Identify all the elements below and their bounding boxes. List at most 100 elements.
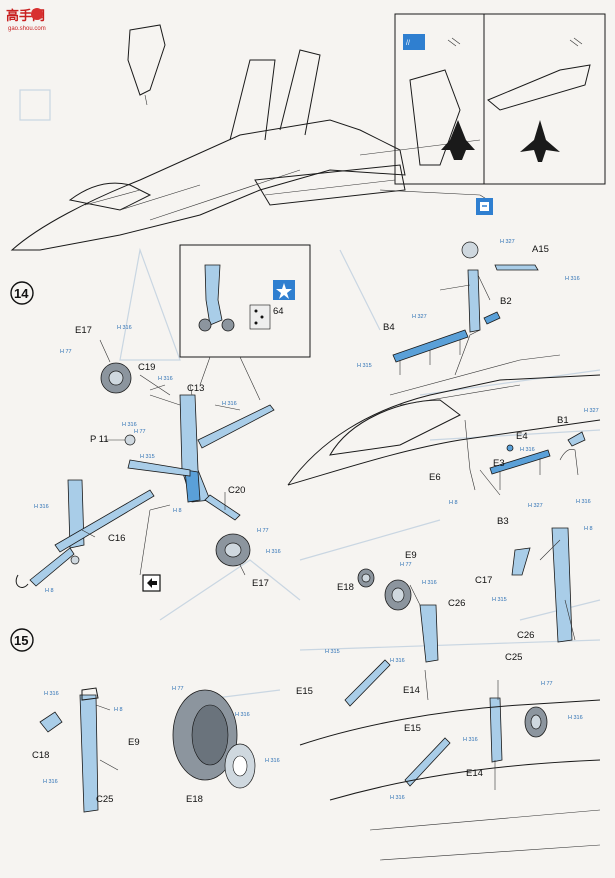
callout-label: H 316: [568, 715, 583, 721]
nose-canopy-frame: [329, 399, 461, 456]
callout-label: H 316: [122, 422, 137, 428]
callout-label: H 77: [400, 562, 412, 568]
callout-label: H 316: [565, 276, 580, 282]
callout-label: E6: [429, 472, 441, 483]
callout-label: H 316: [266, 549, 281, 555]
callout-label: H 316: [265, 758, 280, 764]
callout-label: H 77: [172, 686, 184, 692]
callout-label: //: [406, 40, 410, 47]
nose-section: A15 B2 B4 B1 E4 E3 E6 B3 H 327 H 316 H 3…: [287, 239, 601, 527]
watermark: 高手网 gao.shou.com: [6, 8, 46, 32]
arrow-icon: [142, 574, 161, 592]
callout-label: H 316: [390, 658, 405, 664]
step-14: 14 64: [10, 244, 311, 594]
callout-label: H 8: [584, 526, 593, 532]
step-15-badge: [10, 628, 34, 652]
alternative-icon: [476, 198, 493, 215]
main-gear-right-parts: E9 E18 C26 C17 C26 H 77 H 316 H 315 H 8: [337, 526, 593, 663]
decal-marker-icon: [403, 34, 425, 50]
c25-center-strut: [489, 697, 503, 763]
callout-label: H 316: [158, 376, 173, 382]
callout-label: E14: [403, 685, 420, 696]
c26-strut-upper: [419, 604, 439, 663]
callout-label: C18: [32, 750, 49, 761]
callout-label: P 11: [90, 434, 109, 445]
callout-label: C16: [108, 533, 125, 544]
callout-label: 14: [14, 286, 29, 301]
c18-part: [39, 711, 63, 733]
aircraft-silhouette-icon-2: [520, 120, 560, 162]
callout-label: H 315: [140, 454, 155, 460]
watermark-logo-icon: [31, 8, 43, 20]
a15-part: [494, 264, 539, 271]
callout-label: H 77: [60, 349, 72, 355]
e4-part: [506, 444, 514, 452]
callout-label: H 8: [114, 707, 123, 713]
c25-strut: [79, 694, 99, 813]
callout-label: E18: [186, 794, 203, 805]
callout-label: C26: [448, 598, 465, 609]
callout-label: C13: [187, 383, 204, 394]
callout-label: H 315: [325, 649, 340, 655]
step-14-badge: [10, 281, 34, 305]
callout-label: E18: [337, 582, 354, 593]
callout-label: E9: [128, 737, 140, 748]
callout-label: E17: [252, 578, 269, 589]
b3-door: [489, 449, 551, 475]
callout-label: B1: [557, 415, 569, 426]
callout-label: H 327: [584, 408, 599, 414]
callout-label: H 316: [463, 737, 478, 743]
callout-label: E4: [516, 431, 528, 442]
callout-label: H 327: [500, 239, 515, 245]
callout-label: C17: [475, 575, 492, 586]
callout-label: H 77: [134, 429, 146, 435]
callout-label: C25: [505, 652, 522, 663]
callout-label: E3: [493, 458, 505, 469]
callout-label: E9: [405, 550, 417, 561]
callout-label: H 316: [34, 504, 49, 510]
callout-label: B4: [383, 322, 395, 333]
e15-arm-lower: [404, 737, 451, 787]
callout-label: H 77: [257, 528, 269, 534]
callout-label: C20: [228, 485, 245, 496]
background-ghost: [19, 89, 601, 701]
glove-vane-part: [127, 24, 166, 96]
watermark-url: gao.shou.com: [8, 26, 46, 32]
nose-gear-inset: [179, 244, 311, 358]
callout-label: H 316: [43, 779, 58, 785]
callout-label: C26: [517, 630, 534, 641]
callout-label: A15: [532, 244, 549, 255]
callout-label: H 315: [357, 363, 372, 369]
callout-label: B3: [497, 516, 509, 527]
b2-part: [483, 311, 501, 325]
callout-label: H 316: [390, 795, 405, 801]
nose-wheel-top: [461, 241, 479, 259]
callout-label: 15: [14, 633, 28, 648]
vane-inset: //: [394, 13, 606, 185]
callout-label: B2: [500, 296, 512, 307]
star-decal-icon: [273, 280, 295, 300]
aircraft-silhouette-icon: [441, 120, 475, 160]
step-15: 15 C18 C25 E9 E18 E15 E14 C25 E15 E14: [10, 628, 601, 861]
callout-label: H 8: [45, 588, 54, 594]
wing: [254, 164, 406, 206]
p11-part: [124, 434, 136, 446]
callout-label: H 316: [222, 401, 237, 407]
callout-label: H 316: [576, 499, 591, 505]
b4-door: [392, 329, 469, 363]
callout-label: H 316: [44, 691, 59, 697]
callout-label: C19: [138, 362, 155, 373]
drag-brace: [197, 404, 275, 449]
vertical-tail-left: [229, 59, 276, 141]
c20-link: [204, 494, 241, 521]
callout-label: C25: [96, 794, 113, 805]
callout-label: H 315: [492, 597, 507, 603]
side-brace: [127, 459, 191, 477]
callout-label: H 316: [422, 580, 437, 586]
callout-label: H 316: [235, 712, 250, 718]
callout-label: H 8: [449, 500, 458, 506]
callout-label: H 316: [520, 447, 535, 453]
callout-label: E15: [404, 723, 421, 734]
